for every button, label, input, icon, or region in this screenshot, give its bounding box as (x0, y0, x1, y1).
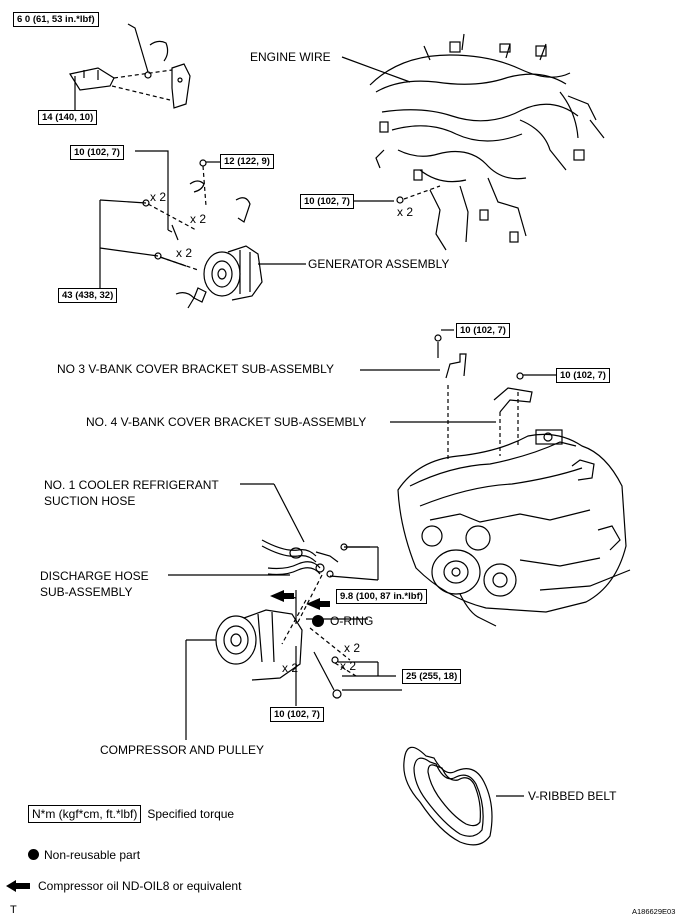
o-ring-dot (312, 615, 324, 627)
qty-x2-5: x 2 (344, 641, 361, 655)
label-discharge-hose-1: DISCHARGE HOSE (40, 569, 149, 583)
torque-label-1: 6 0 (61, 53 in.*lbf) (13, 12, 99, 27)
figure-id: A186629E03 (632, 907, 676, 916)
label-engine-wire: ENGINE WIRE (250, 50, 331, 64)
v-bank-brackets (360, 329, 556, 462)
v-ribbed-belt (403, 746, 524, 846)
refrigerant-hoses (168, 483, 379, 645)
legend-torque: N*m (kgf*cm, ft.*lbf) Specified torque (28, 805, 235, 823)
legend-nonreusable: Non-reusable part (28, 848, 140, 862)
qty-x2-4: x 2 (397, 205, 414, 219)
torque-label-9: 9.8 (100, 87 in.*lbf) (336, 589, 427, 604)
label-suction-hose-2: SUCTION HOSE (44, 494, 136, 508)
torque-label-3: 10 (102, 7) (70, 145, 124, 160)
legend-torque-text: Specified torque (147, 807, 235, 821)
label-discharge-hose-2: SUB-ASSEMBLY (40, 585, 133, 599)
qty-x2-3: x 2 (176, 246, 193, 260)
torque-label-4: 12 (122, 9) (220, 154, 274, 169)
qty-x2-6: x 2 (340, 659, 357, 673)
torque-label-5: 10 (102, 7) (300, 194, 354, 209)
label-o-ring: O-RING (330, 614, 374, 628)
torque-label-6: 43 (438, 32) (58, 288, 118, 303)
oil-arrows (6, 590, 330, 892)
oil-arrow-right (306, 598, 330, 610)
legend-oil-arrow (6, 880, 30, 892)
legend-dot-icon (28, 849, 39, 860)
torque-label-2: 14 (140, 10) (38, 110, 98, 125)
qty-x2-7: x 2 (282, 661, 299, 675)
engine-block (397, 429, 631, 627)
footer-left-mark: T (10, 904, 17, 916)
label-generator-assembly: GENERATOR ASSEMBLY (308, 257, 450, 271)
qty-x2-2: x 2 (190, 212, 207, 226)
compressor-and-pulley (185, 595, 402, 740)
torque-label-11: 10 (102, 7) (270, 707, 324, 722)
label-no3-bracket: NO 3 V-BANK COVER BRACKET SUB-ASSEMBLY (57, 362, 334, 376)
oil-arrow-left (270, 590, 294, 602)
engine-wire-harness (341, 33, 605, 251)
legend-nonreusable-text: Non-reusable part (44, 848, 141, 862)
torque-label-7: 10 (102, 7) (456, 323, 510, 338)
label-suction-hose-1: NO. 1 COOLER REFRIGERANT (44, 478, 219, 492)
upper-bracket-parts (69, 23, 191, 110)
label-compressor: COMPRESSOR AND PULLEY (100, 743, 265, 757)
torque-label-8: 10 (102, 7) (556, 368, 610, 383)
legend-oil: Compressor oil ND-OIL8 or equivalent (38, 879, 241, 893)
legend-oil-text: Compressor oil ND-OIL8 or equivalent (38, 879, 242, 893)
label-no4-bracket: NO. 4 V-BANK COVER BRACKET SUB-ASSEMBLY (86, 415, 367, 429)
qty-x2-1: x 2 (150, 190, 167, 204)
torque-label-10: 25 (255, 18) (402, 669, 462, 684)
label-v-ribbed-belt: V-RIBBED BELT (528, 789, 617, 803)
legend-torque-key: N*m (kgf*cm, ft.*lbf) (28, 805, 142, 823)
generator-parts (99, 150, 306, 309)
